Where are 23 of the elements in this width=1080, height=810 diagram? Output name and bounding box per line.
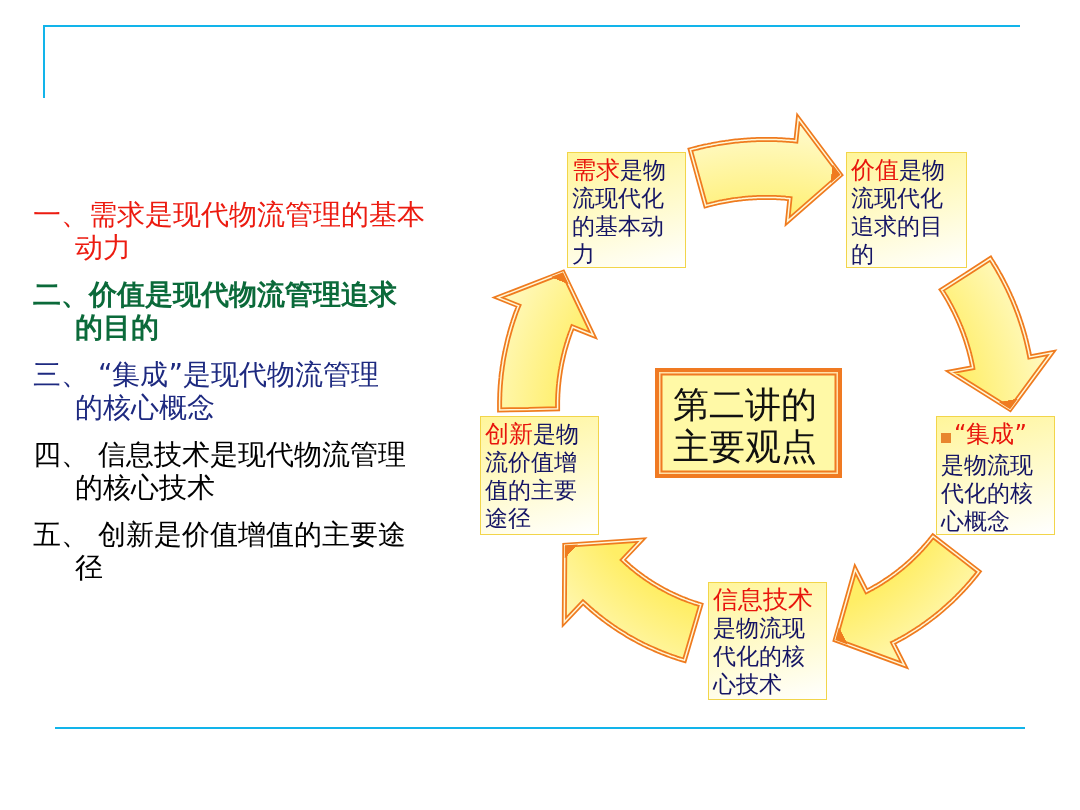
text-box [936,416,1055,535]
curved-arrow [938,255,1058,413]
box-text: 需求是物流现代化的基本动力 [572,156,667,268]
text-box [708,582,827,700]
curved-arrow [491,269,599,413]
list-item: 五、 创新是价值增值的主要途径 [33,518,407,584]
box-heading: “集成” [954,420,1027,448]
box-text: 价值是物流现代化追求的目的 [851,156,946,268]
text-box [480,416,599,535]
curved-arrow [561,537,704,664]
list-item: 四、 信息技术是现代物流管理的核心技术 [33,438,407,504]
curved-arrow [687,111,844,228]
box-heading: 信息技术 [713,586,814,614]
list-item: 二、价值是现代物流管理追求的目的 [33,278,398,344]
box-text: 是物流现代化的核心技术 [713,614,806,698]
curved-arrow [832,532,983,670]
text-box [567,152,686,268]
text-box [846,152,967,268]
list-item: 一、需求是现代物流管理的基本动力 [33,198,426,264]
box-text: 创新是物流价值增值的主要途径 [485,420,580,532]
list-item: 三、 “集成”是现代物流管理的核心概念 [33,358,380,424]
title-box: 第二讲的主要观点 [655,368,842,478]
box-text: 是物流现代化的核心概念 [941,451,1034,535]
